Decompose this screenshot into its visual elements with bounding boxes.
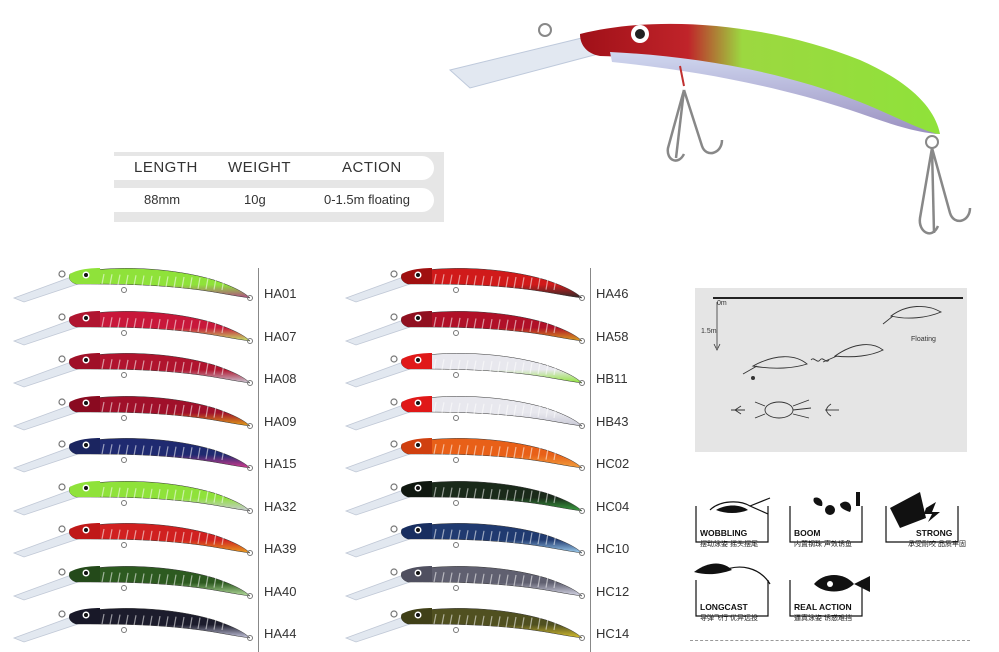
lure-item-hc12 xyxy=(336,560,596,602)
diagram-drawing xyxy=(713,297,963,419)
lure-item-ha32 xyxy=(4,475,264,517)
right-column-divider xyxy=(590,268,591,652)
lure-code-ha46: HA46 xyxy=(596,286,629,301)
lure-image xyxy=(344,480,585,515)
feature-title-longcast: LONGCAST xyxy=(700,602,748,612)
lure-image xyxy=(344,608,585,643)
lure-image xyxy=(12,395,253,430)
feature-subtitle-real-action: 逼真泳姿 诱惑难挡 xyxy=(794,615,852,622)
spec-header-length: LENGTH xyxy=(134,159,198,176)
left-column-divider xyxy=(258,268,259,652)
lure-code-ha44: HA44 xyxy=(264,626,297,641)
lure-image xyxy=(344,353,585,388)
lure-item-ha09 xyxy=(4,390,264,432)
spec-value-row: 88mm 10g 0-1.5m floating xyxy=(114,188,434,212)
lure-item-hc10 xyxy=(336,517,596,559)
lure-code-ha08: HA08 xyxy=(264,371,297,386)
lure-code-hc14: HC14 xyxy=(596,626,630,641)
lure-item-ha44 xyxy=(4,602,264,644)
lure-item-ha15 xyxy=(4,432,264,474)
spec-header-action: ACTION xyxy=(342,159,402,176)
lure-item-ha58 xyxy=(336,305,596,347)
lure-item-ha01 xyxy=(4,262,264,304)
lure-code-ha32: HA32 xyxy=(264,498,297,514)
lure-image xyxy=(12,268,253,303)
lure-code-hb43: HB43 xyxy=(596,413,629,429)
lure-code-hb11: HB11 xyxy=(596,371,628,386)
lure-color-list: HA01 HA07 xyxy=(0,262,660,652)
lure-image xyxy=(344,310,585,345)
spec-table: LENGTH WEIGHT ACTION 88mm 10g 0-1.5m flo… xyxy=(114,152,444,222)
feature-subtitle-strong: 承受耐咬 品质牢固 xyxy=(908,541,966,548)
feature-subtitle-boom: 内置钢珠 声效诱鱼 xyxy=(794,541,852,548)
lure-image xyxy=(344,565,585,600)
lure-item-hc14 xyxy=(336,602,596,644)
spec-header-weight: WEIGHT xyxy=(228,159,291,176)
lure-code-hc02: HC02 xyxy=(596,456,630,471)
lure-code-ha15: HA15 xyxy=(264,456,297,471)
lure-code-ha01: HA01 xyxy=(264,286,297,301)
lure-image xyxy=(344,395,585,430)
lure-item-ha39 xyxy=(4,517,264,559)
lure-image xyxy=(12,480,253,515)
lure-image xyxy=(12,310,253,345)
spec-value-weight: 10g xyxy=(244,192,266,207)
lure-image xyxy=(344,523,585,558)
feature-title-strong: STRONG xyxy=(916,528,953,538)
lure-image xyxy=(12,523,253,558)
feature-title-real-action: REAL ACTION xyxy=(794,602,852,612)
lure-image xyxy=(12,353,253,388)
lure-code-ha40: HA40 xyxy=(264,583,297,599)
lure-item-ha08 xyxy=(4,347,264,389)
lure-item-ha46 xyxy=(336,262,596,304)
lure-image xyxy=(12,565,253,600)
lure-code-hc12: HC12 xyxy=(596,583,630,599)
lure-image xyxy=(344,438,585,473)
depth-top-label: 0m xyxy=(717,300,727,307)
lure-item-ha40 xyxy=(4,560,264,602)
feature-subtitle-longcast: 导弹飞行 优异远投 xyxy=(700,615,758,622)
depth-bottom-label: 1.5m xyxy=(701,328,717,335)
hero-lure-image xyxy=(448,23,972,235)
lure-code-ha39: HA39 xyxy=(264,541,297,556)
lure-code-hc10: HC10 xyxy=(596,541,630,556)
spec-value-action: 0-1.5m floating xyxy=(324,192,410,207)
lure-image xyxy=(12,438,253,473)
feature-title-boom: BOOM xyxy=(794,528,821,538)
feature-badges: WOBBLING 摆动泳姿 摇头摆尾 BOOM 内置钢珠 声效诱鱼 STRONG… xyxy=(690,488,980,638)
lure-item-hb43 xyxy=(336,390,596,432)
lure-code-ha07: HA07 xyxy=(264,328,297,344)
feature-icons-drawing xyxy=(694,492,959,617)
lure-item-hb11 xyxy=(336,347,596,389)
lure-code-ha09: HA09 xyxy=(264,413,297,429)
lure-image xyxy=(12,608,253,643)
lure-code-ha58: HA58 xyxy=(596,328,629,344)
lure-item-ha07 xyxy=(4,305,264,347)
lure-image xyxy=(344,268,585,303)
feature-title-wobbling: WOBBLING xyxy=(700,528,748,538)
spec-header-row: LENGTH WEIGHT ACTION xyxy=(114,156,434,180)
lure-item-hc04 xyxy=(336,475,596,517)
lure-code-hc04: HC04 xyxy=(596,498,630,514)
action-diagram: 0m 1.5m Floating xyxy=(695,288,967,452)
bottom-divider xyxy=(690,640,970,641)
floating-label: Floating xyxy=(911,336,936,343)
feature-subtitle-wobbling: 摆动泳姿 摇头摆尾 xyxy=(700,541,758,548)
lure-item-hc02 xyxy=(336,432,596,474)
spec-value-length: 88mm xyxy=(144,192,181,207)
